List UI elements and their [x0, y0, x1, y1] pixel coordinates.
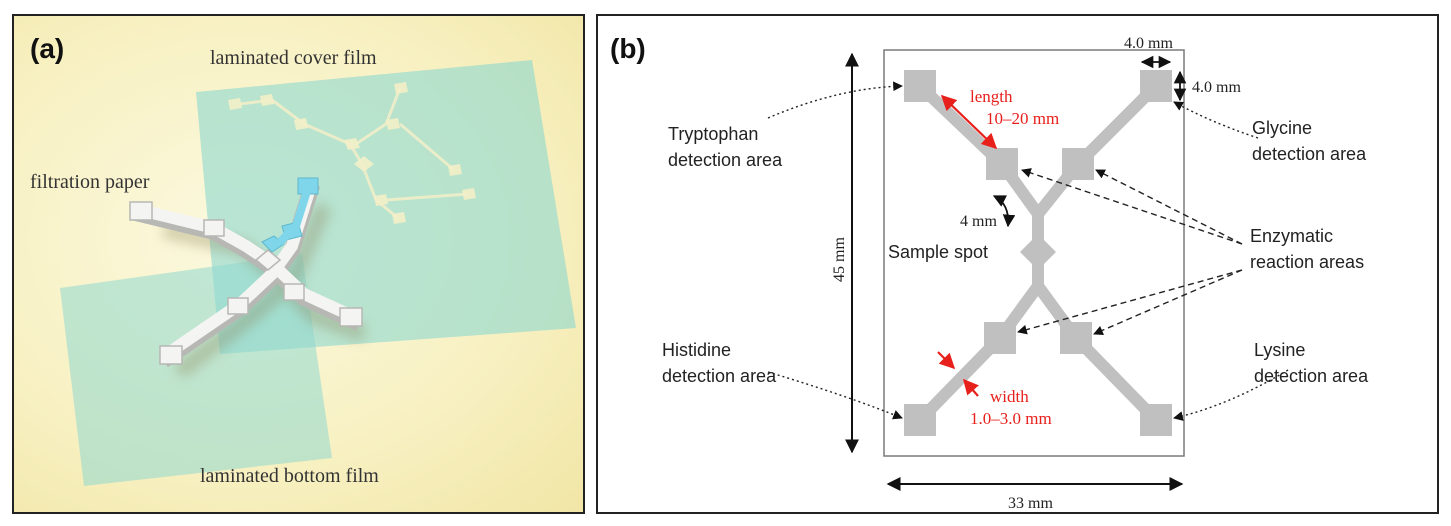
label-enzymatic-line1: Enzymatic [1250, 226, 1333, 246]
label-enzymatic-line2: reaction areas [1250, 252, 1364, 272]
dimension-label-45mm: 45 mm [831, 237, 848, 282]
channel-width-arrow-lower [962, 378, 979, 397]
filtration-paper [129, 177, 363, 368]
panel-a: (a) laminated cover film filtration pape… [12, 14, 585, 514]
dotted-leaders [767, 81, 1289, 421]
pad-histidine [904, 404, 936, 436]
panel-b-diagram: (b) 45 mm [610, 33, 1369, 512]
pad-enzymatic-bottom-right [1060, 322, 1092, 354]
label-histidine-line2: detection area [662, 366, 777, 386]
pad-enzymatic-bottom-left [984, 322, 1016, 354]
panel-a-illustration: (a) laminated cover film filtration pape… [30, 33, 576, 487]
channel-length-label: length [970, 87, 1013, 106]
label-histidine-line1: Histidine [662, 340, 731, 360]
channel-width-range: 1.0–3.0 mm [970, 409, 1052, 428]
dimension-label-pad-height: 4.0 mm [1192, 79, 1241, 96]
leader-histidine [767, 371, 903, 420]
label-tryptophan-line1: Tryptophan [668, 124, 758, 144]
label-glycine-line1: Glycine [1252, 118, 1312, 138]
dimension-label-spot-distance: 4 mm [960, 213, 997, 230]
panel-letter-b: (b) [610, 33, 646, 64]
channel-width-label: width [990, 387, 1029, 406]
dashed-leaders [1017, 168, 1243, 335]
label-filtration-paper: filtration paper [30, 171, 150, 193]
dimension-label-pad-width: 4.0 mm [1124, 35, 1173, 52]
sample-spot-diamond [1020, 234, 1056, 270]
dimension-label-33mm: 33 mm [1008, 495, 1053, 512]
leader-lysine [1173, 369, 1289, 421]
panel-letter-a: (a) [30, 33, 64, 64]
leader-enzymatic-4 [1093, 269, 1243, 335]
label-sample-spot: Sample spot [888, 242, 988, 262]
channel-width-arrow-upper [937, 351, 956, 370]
pad-lysine [1140, 404, 1172, 436]
pad-tryptophan [904, 70, 936, 102]
leader-tryptophan [767, 81, 903, 119]
leader-glycine [1173, 101, 1259, 139]
label-glycine-line2: detection area [1252, 144, 1367, 164]
pad-enzymatic-top-right [1062, 148, 1094, 180]
label-lysine-line1: Lysine [1254, 340, 1305, 360]
paper-pads [904, 70, 1172, 436]
panel-b: (b) 45 mm [596, 14, 1439, 514]
label-laminated-bottom-film: laminated bottom film [200, 465, 379, 487]
pad-glycine [1140, 70, 1172, 102]
pad-enzymatic-top-left [986, 148, 1018, 180]
label-tryptophan-line2: detection area [668, 150, 783, 170]
channel-length-range: 10–20 mm [986, 109, 1059, 128]
device-outline [883, 49, 1185, 457]
leader-enzymatic-3 [1017, 269, 1243, 335]
channel-length-arrow [940, 94, 998, 150]
label-lysine-line2: detection area [1254, 366, 1369, 386]
label-laminated-cover-film: laminated cover film [210, 47, 377, 69]
cover-film-channels [239, 87, 469, 220]
leader-enzymatic-1 [1021, 168, 1243, 245]
dimension-arrow-spot-distance [992, 195, 1016, 228]
leader-enzymatic-2 [1095, 169, 1243, 245]
